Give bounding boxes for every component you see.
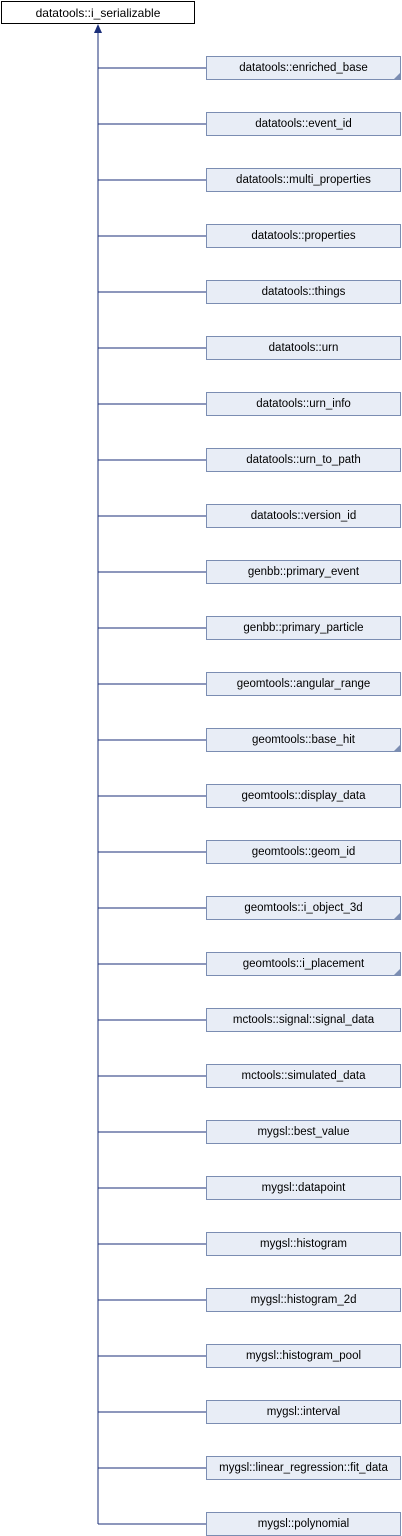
root-class-node: datatools::i_serializable	[1, 1, 195, 24]
derived-class-label: geomtools::base_hit	[252, 734, 355, 746]
derived-class-label: mygsl::interval	[266, 1406, 341, 1418]
derived-class-label: geomtools::geom_id	[251, 846, 356, 858]
derived-class-label: geomtools::i_object_3d	[244, 902, 363, 914]
more-derived-indicator-icon	[394, 969, 400, 975]
more-derived-indicator-icon	[394, 73, 400, 79]
derived-class-label: datatools::urn_to_path	[246, 454, 361, 466]
derived-class-node[interactable]: geomtools::i_object_3d	[206, 896, 401, 920]
derived-class-label: genbb::primary_event	[247, 566, 360, 578]
derived-class-label: geomtools::display_data	[241, 790, 366, 802]
derived-class-node[interactable]: mctools::signal::signal_data	[206, 1008, 401, 1032]
derived-class-label: mygsl::polynomial	[257, 1518, 350, 1530]
derived-class-label: mygsl::best_value	[257, 1126, 350, 1138]
derived-class-node[interactable]: datatools::things	[206, 280, 401, 304]
derived-class-node[interactable]: mygsl::histogram	[206, 1232, 401, 1256]
derived-class-node[interactable]: datatools::urn	[206, 336, 401, 360]
derived-class-node[interactable]: mygsl::histogram_2d	[206, 1288, 401, 1312]
more-derived-indicator-icon	[394, 913, 400, 919]
derived-class-label: datatools::enriched_base	[239, 62, 368, 74]
derived-class-label: mctools::signal::signal_data	[232, 1014, 375, 1026]
derived-class-node[interactable]: mygsl::best_value	[206, 1120, 401, 1144]
derived-class-label: mctools::simulated_data	[241, 1070, 366, 1082]
derived-class-node[interactable]: datatools::event_id	[206, 112, 401, 136]
derived-class-node[interactable]: geomtools::angular_range	[206, 672, 401, 696]
derived-class-label: datatools::things	[261, 286, 346, 298]
derived-class-label: geomtools::i_placement	[242, 958, 365, 970]
derived-class-node[interactable]: datatools::properties	[206, 224, 401, 248]
derived-class-node[interactable]: datatools::urn_to_path	[206, 448, 401, 472]
derived-class-node[interactable]: datatools::multi_properties	[206, 168, 401, 192]
derived-class-node[interactable]: mygsl::linear_regression::fit_data	[206, 1456, 401, 1480]
inheritance-arrowhead-icon	[94, 24, 102, 33]
derived-class-node[interactable]: genbb::primary_event	[206, 560, 401, 584]
derived-class-node[interactable]: mygsl::polynomial	[206, 1512, 401, 1536]
derived-class-node[interactable]: datatools::enriched_base	[206, 56, 401, 80]
derived-class-label: geomtools::angular_range	[236, 678, 371, 690]
derived-class-label: datatools::urn_info	[256, 398, 351, 410]
derived-class-label: datatools::multi_properties	[236, 174, 371, 186]
derived-class-label: mygsl::datapoint	[261, 1182, 346, 1194]
derived-class-label: datatools::version_id	[250, 510, 357, 522]
derived-class-label: mygsl::histogram	[260, 1238, 347, 1250]
derived-class-node[interactable]: genbb::primary_particle	[206, 616, 401, 640]
derived-class-node[interactable]: geomtools::geom_id	[206, 840, 401, 864]
derived-class-label: datatools::properties	[251, 230, 356, 242]
derived-class-node[interactable]: mygsl::interval	[206, 1400, 401, 1424]
derived-class-node[interactable]: geomtools::base_hit	[206, 728, 401, 752]
derived-class-node[interactable]: geomtools::display_data	[206, 784, 401, 808]
derived-class-node[interactable]: mctools::simulated_data	[206, 1064, 401, 1088]
derived-class-label: genbb::primary_particle	[243, 622, 364, 634]
derived-class-label: datatools::urn	[268, 342, 339, 354]
derived-class-node[interactable]: datatools::urn_info	[206, 392, 401, 416]
derived-class-node[interactable]: datatools::version_id	[206, 504, 401, 528]
derived-class-label: datatools::event_id	[255, 118, 352, 130]
derived-class-node[interactable]: mygsl::datapoint	[206, 1176, 401, 1200]
derived-class-label: mygsl::histogram_pool	[245, 1350, 362, 1362]
derived-class-label: mygsl::linear_regression::fit_data	[219, 1462, 388, 1474]
derived-class-node[interactable]: geomtools::i_placement	[206, 952, 401, 976]
derived-class-node[interactable]: mygsl::histogram_pool	[206, 1344, 401, 1368]
root-class-label: datatools::i_serializable	[35, 5, 161, 20]
more-derived-indicator-icon	[394, 745, 400, 751]
derived-class-label: mygsl::histogram_2d	[250, 1294, 357, 1306]
